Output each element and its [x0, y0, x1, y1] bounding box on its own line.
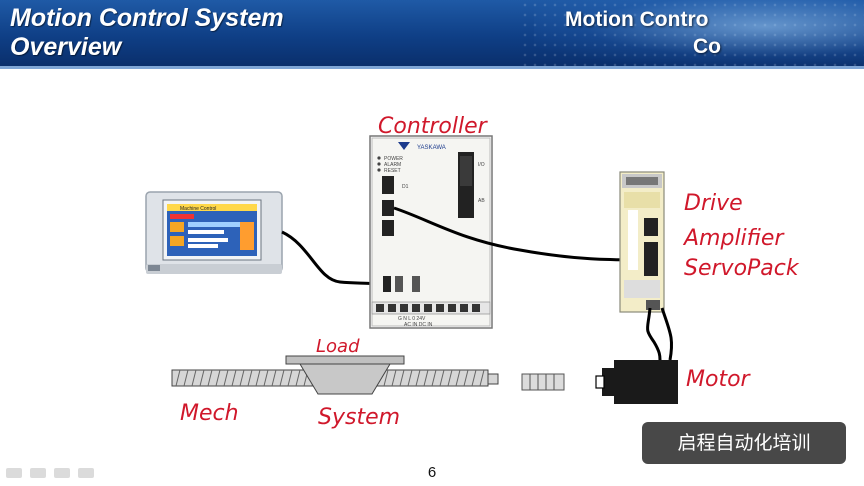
yaskawa-logo: [398, 142, 410, 150]
terminal-block: [376, 304, 480, 312]
slide-subtitle: Motion Contro Co: [565, 6, 721, 60]
slide-subtitle-line1: Motion Contro: [565, 8, 709, 31]
load-label: Load: [316, 336, 360, 357]
next-slide-icon[interactable]: [78, 468, 94, 478]
motor-cable-1: [646, 307, 662, 361]
slide-nav[interactable]: [6, 468, 94, 480]
controller: Controller YASKAWA POWER ALARM RESET D1 …: [369, 114, 493, 329]
svg-text:I/O: I/O: [478, 162, 485, 168]
mech-label: Mech: [180, 401, 239, 426]
motor-label: Motor: [686, 367, 752, 392]
led-power: POWER: [384, 156, 403, 162]
drive-label-servopack: ServoPack: [684, 256, 800, 281]
motor-cable-2: [660, 307, 674, 361]
ab-connector: [458, 188, 474, 218]
slide-title-line1: Motion Control System: [10, 4, 284, 32]
controller-drive-cable: [393, 206, 651, 262]
led-reset: RESET: [384, 168, 401, 174]
svg-text:G N L 0 24V: G N L 0 24V: [398, 316, 426, 322]
header-rule: [0, 66, 864, 69]
watermark-badge: 启程自动化培训: [642, 422, 846, 464]
prev-slide-icon[interactable]: [6, 468, 22, 478]
motion-control-diagram: Machine Control Controller YASKAWA POWER…: [145, 114, 800, 430]
coupling: [521, 373, 565, 391]
svg-text:AB: AB: [478, 198, 485, 204]
drive-label-drive: Drive: [684, 191, 743, 216]
svg-text:AC IN DC IN: AC IN DC IN: [404, 322, 433, 328]
servo-drive: [619, 171, 665, 313]
system-label: System: [318, 405, 400, 430]
header-glow: [534, 0, 864, 66]
motor: [595, 360, 678, 404]
hmi-screen-title: Machine Control: [180, 206, 216, 212]
controller-label: Controller: [378, 114, 489, 139]
slide-header: Motion Control System Overview Motion Co…: [0, 0, 864, 66]
led-alarm: ALARM: [384, 162, 401, 168]
svg-text:D1: D1: [402, 184, 409, 190]
motion-port: [382, 200, 394, 216]
page-number: 6: [427, 464, 437, 481]
controller-brand: YASKAWA: [417, 145, 446, 151]
slide-subtitle-line2: Co: [693, 35, 721, 58]
menu-icon[interactable]: [54, 468, 70, 478]
pen-icon[interactable]: [30, 468, 46, 478]
load-carriage: [285, 355, 405, 395]
drive-label-amplifier: Amplifier: [682, 226, 785, 251]
hmi-panel: Machine Control: [145, 191, 283, 274]
slide-title-line2: Overview: [10, 33, 122, 61]
slide-title: Motion Control System Overview: [10, 4, 284, 62]
